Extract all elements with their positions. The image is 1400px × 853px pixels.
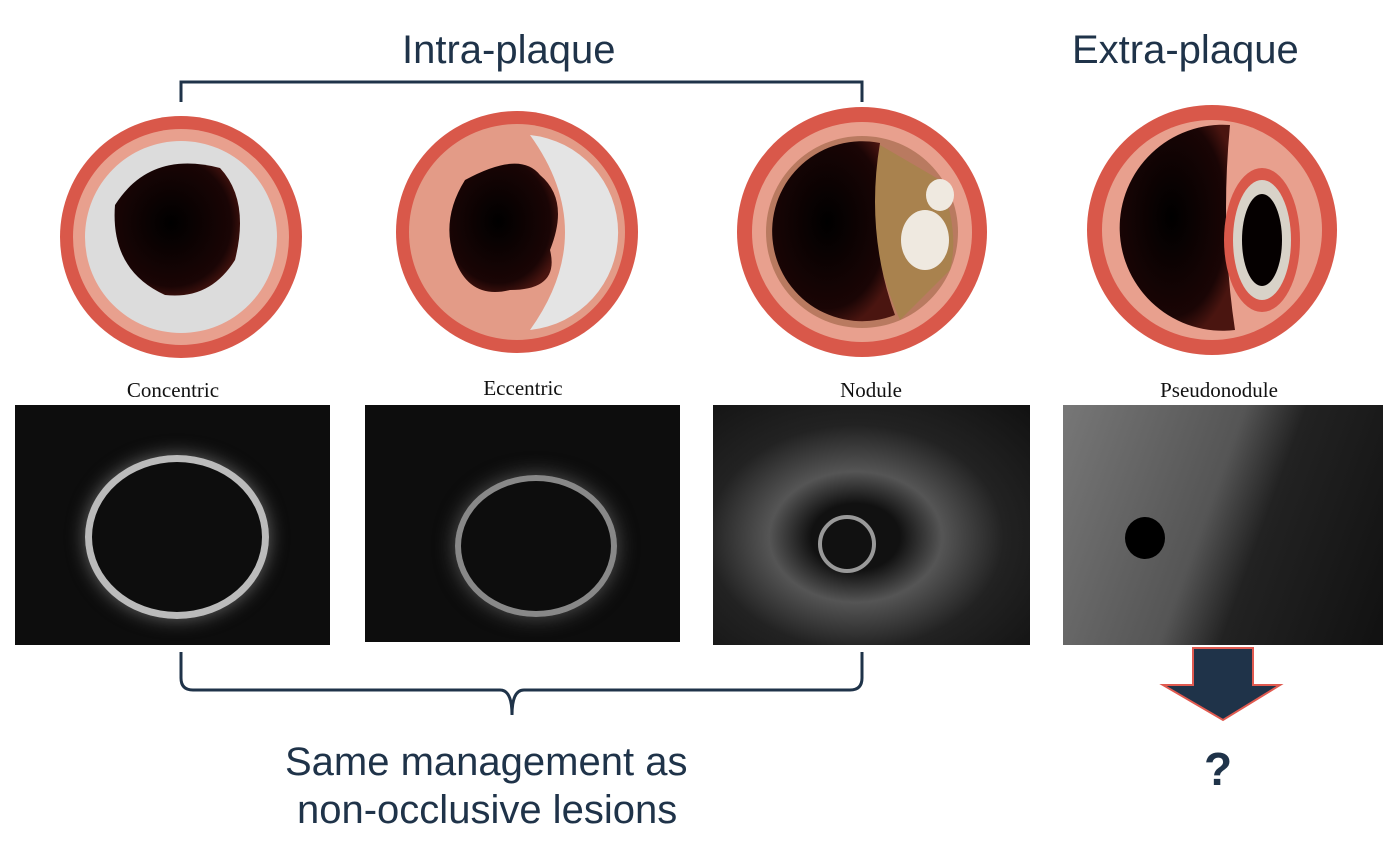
label-concentric: Concentric xyxy=(126,378,220,402)
extra-plaque-header: Extra-plaque xyxy=(1072,28,1299,72)
eccentric-illustration xyxy=(396,111,638,353)
ivus-image-eccentric xyxy=(365,405,680,642)
concentric-illustration xyxy=(60,116,302,358)
down-arrow-icon xyxy=(1159,647,1284,722)
ivus-image-nodule xyxy=(713,405,1030,645)
nodule-illustration xyxy=(737,107,987,357)
label-nodule: Nodule xyxy=(840,378,902,402)
intra-plaque-bracket xyxy=(179,80,864,102)
intra-plaque-header: Intra-plaque xyxy=(402,28,616,72)
management-brace xyxy=(179,652,864,716)
label-eccentric: Eccentric xyxy=(483,376,563,400)
label-pseudonodule: Pseudonodule xyxy=(1160,378,1278,402)
question-mark: ? xyxy=(1204,743,1233,795)
conclusion-line1: Same management as xyxy=(285,740,688,784)
ivus-image-concentric xyxy=(15,405,330,645)
ivus-image-pseudonodule xyxy=(1063,405,1383,645)
pseudonodule-illustration xyxy=(1087,105,1337,355)
conclusion-line2: non-occlusive lesions xyxy=(297,788,678,832)
